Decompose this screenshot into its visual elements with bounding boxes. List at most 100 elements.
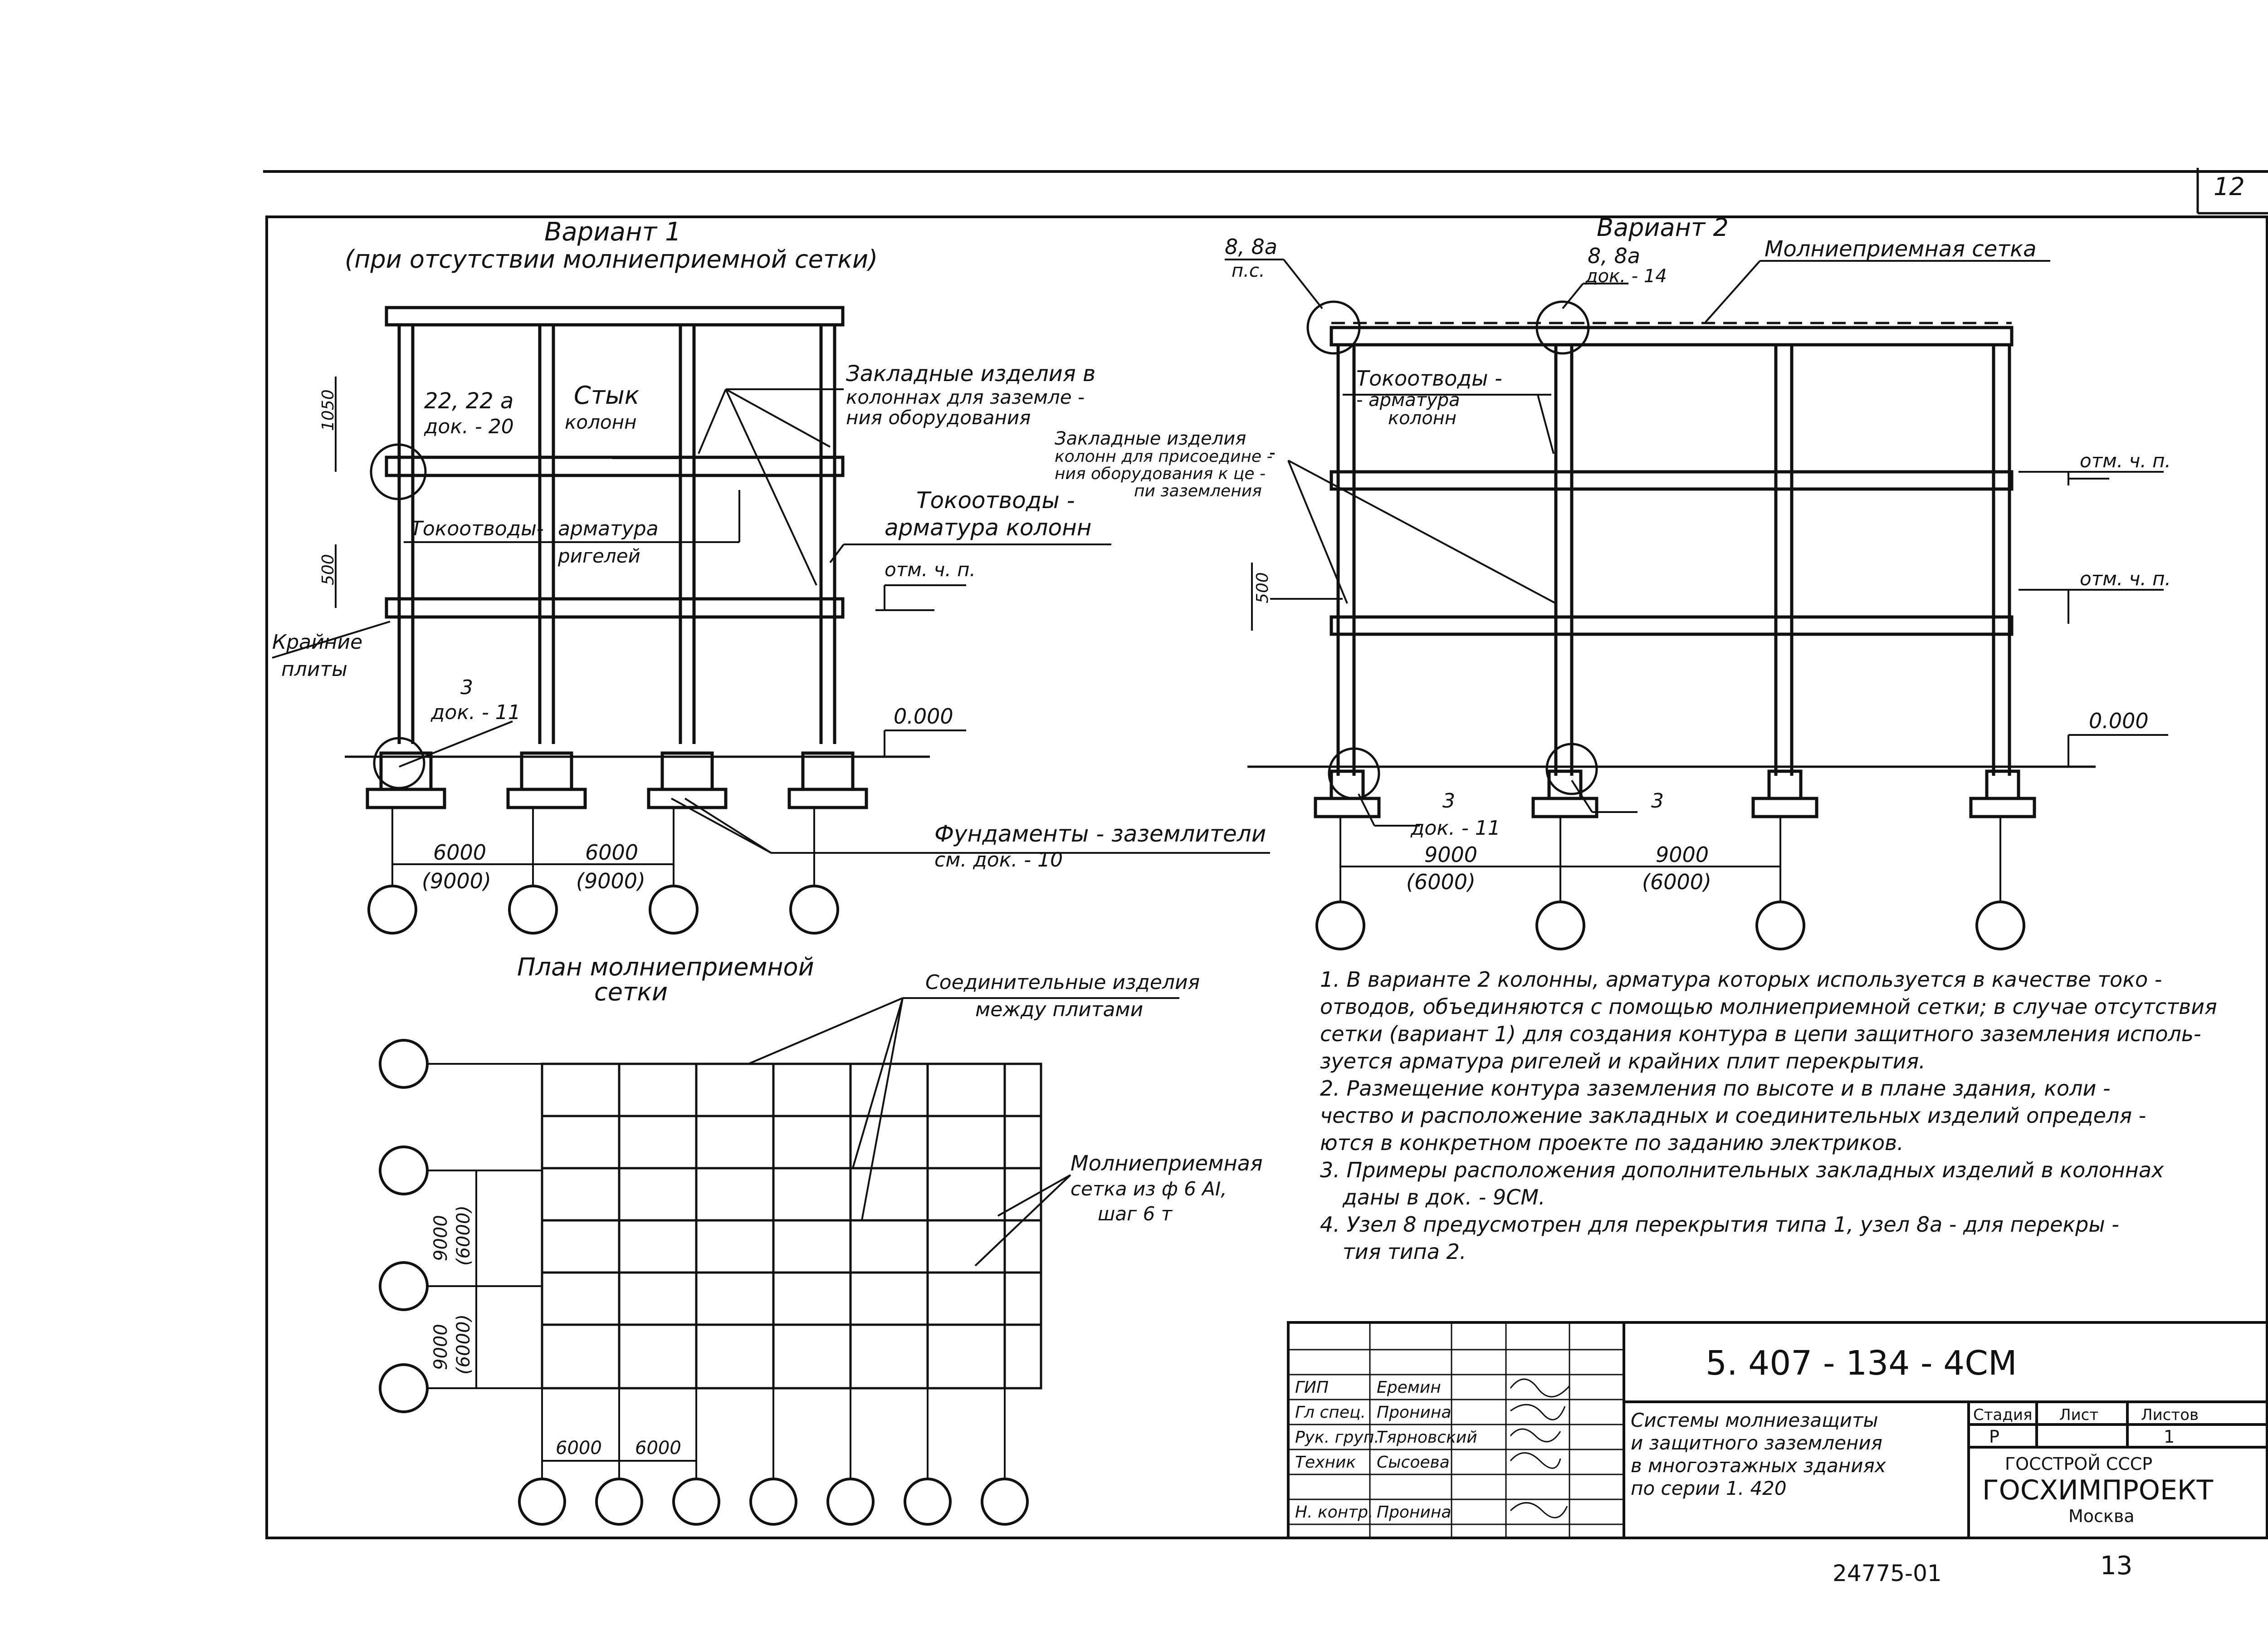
v1-callout-edge-a: Крайние <box>272 631 362 654</box>
v2-span-1: 9000 <box>1424 842 1477 867</box>
v2-callout-emb-c: ния оборудования к це - <box>1055 465 1266 483</box>
v2-callout-dc-c: колонн <box>1388 408 1457 429</box>
note-line: 1. В варианте 2 колонны, арматура которы… <box>1320 967 2162 992</box>
v1-span-alt-1: (9000) <box>422 869 491 893</box>
v1-callout-3-a: 3 <box>460 676 473 699</box>
v2-callout-dc-a: Токоотводы - <box>1356 366 1502 391</box>
v1-callout-dccols-a: Токоотводы - <box>916 487 1075 514</box>
v1-span-1: 6000 <box>433 840 486 865</box>
tb-org-city: Москва <box>2068 1506 2135 1526</box>
v2-dim-500: 500 <box>1253 572 1272 603</box>
tb-role: ГИП <box>1295 1378 1329 1397</box>
tb-org-ministry: ГОССТРОЙ СССР <box>2005 1454 2152 1474</box>
tb-title-line: по серии 1. 420 <box>1631 1477 1787 1499</box>
note-line: ются в конкретном проекте по заданию эле… <box>1320 1131 1904 1155</box>
tb-stage-header: Стадия <box>1973 1406 2032 1424</box>
bottom-page-number: 13 <box>2100 1551 2132 1581</box>
tb-role: Гл спец. <box>1295 1403 1366 1422</box>
v2-span-alt-2: (6000) <box>1642 870 1711 894</box>
tb-name: Пронина <box>1377 1403 1451 1422</box>
plan-dim-v-3: 9000 <box>430 1324 451 1370</box>
archive-number: 24775-01 <box>1833 1560 1942 1586</box>
plan-dim-v-1: 9000 <box>430 1215 451 1261</box>
v1-callout-dccols-b: арматура колонн <box>885 514 1091 541</box>
v1-callout-embedded-c: ния оборудования <box>846 406 1031 429</box>
tb-stage: Р <box>1989 1427 1999 1447</box>
plan-dim-h-2: 6000 <box>635 1438 681 1459</box>
plan-dim-v-2: (6000) <box>453 1205 474 1266</box>
v2-callout-mesh: Молниеприемная сетка <box>1765 236 2037 262</box>
v1-callout-22-a: 22, 22 а <box>424 388 513 414</box>
v1-callout-embedded-b: колоннах для заземле - <box>846 386 1085 408</box>
tb-title-line: Системы молниезащиты <box>1631 1409 1878 1431</box>
v1-callout-embedded-a: Закладные изделия в <box>846 361 1095 387</box>
plan-callout-connectors-b: между плитами <box>975 998 1143 1021</box>
tb-role: Н. контр. <box>1295 1503 1374 1522</box>
note-line: тия типа 2. <box>1343 1239 1466 1264</box>
v1-dim-500: 500 <box>319 554 337 585</box>
v1-callout-3-b: док. - 11 <box>430 701 521 724</box>
v1-callout-edge-b: плиты <box>281 658 347 681</box>
v2-span-alt-1: (6000) <box>1406 870 1476 894</box>
v2-callout-8left-a: 8, 8а <box>1225 235 1277 259</box>
sheet-frame <box>263 168 2268 1539</box>
v1-callout-dcbeams-c: ригелей <box>557 545 640 567</box>
tb-org-name: ГОСХИМПРОЕКТ <box>1982 1474 2214 1506</box>
v1-dim-1050: 1050 <box>319 389 337 431</box>
v1-callout-joint-a: Стык <box>574 381 640 410</box>
v1-callout-dcbeams-b: арматура <box>558 517 659 540</box>
v2-callout-3a-a: 3 <box>1442 789 1455 813</box>
variant2-title: Вариант 2 <box>1597 213 1729 242</box>
tb-name: Еремин <box>1377 1378 1441 1397</box>
note-line: зуется арматура ригелей и крайних плит п… <box>1320 1049 1926 1073</box>
tb-title-line: и защитного заземления <box>1631 1432 1882 1454</box>
v1-callout-joint-b: колонн <box>565 411 637 433</box>
variant2-frame: Вариант 2 <box>1055 213 2171 950</box>
tb-role: Рук. груп. <box>1295 1428 1379 1447</box>
note-line: 2. Размещение контура заземления по высо… <box>1320 1076 2111 1101</box>
variant1-frame: Вариант 1 (при отсутствии молниеприемной… <box>272 217 1270 935</box>
title-block: 5. 407 - 134 - 4СМ ГИП Гл спец. Рук. гру… <box>1287 1321 2268 1539</box>
tb-sheet-header: Лист <box>2059 1406 2098 1424</box>
note-line: 3. Примеры расположения дополнительных з… <box>1320 1158 2164 1182</box>
v2-callout-dc-b: - арматура <box>1356 390 1460 411</box>
v2-level-zero: 0.000 <box>2089 709 2149 733</box>
note-line: 4. Узел 8 предусмотрен для перекрытия ти… <box>1320 1212 2119 1237</box>
plan-title-a: План молниеприемной <box>517 953 814 981</box>
plan-title-b: сетки <box>594 978 668 1006</box>
plan-callout-connectors-a: Соединительные изделия <box>925 971 1200 994</box>
v2-callout-3b: 3 <box>1651 789 1664 813</box>
v2-callout-emb-a: Закладные изделия <box>1055 428 1246 449</box>
v1-level-zero: 0.000 <box>894 704 953 729</box>
notes: 1. В варианте 2 колонны, арматура которы… <box>1320 967 2217 1264</box>
v1-callout-22-b: док. - 20 <box>424 415 514 438</box>
v2-span-2: 9000 <box>1656 842 1709 867</box>
v2-level-floor-1: отм. ч. п. <box>2080 450 2171 472</box>
v1-callout-foundations-a: Фундаменты - заземлители <box>934 821 1266 847</box>
v2-callout-emb-d: пи заземления <box>1134 482 1262 500</box>
v1-span-2: 6000 <box>585 840 638 865</box>
v2-callout-8left-b: п.с. <box>1232 260 1265 281</box>
v1-level-floor: отм. ч. п. <box>885 558 976 581</box>
tb-name: Сысоева <box>1377 1453 1450 1472</box>
note-line: отводов, объединяются с помощью молниепр… <box>1320 994 2217 1019</box>
tb-sheets-header: Листов <box>2141 1406 2199 1424</box>
v1-callout-dcbeams-a: Токоотводы- <box>411 517 544 540</box>
v2-callout-3a-b: док. - 11 <box>1410 817 1501 840</box>
note-line: сетки (вариант 1) для создания контура в… <box>1320 1022 2201 1046</box>
v2-callout-8right-b: док. - 14 <box>1585 266 1667 287</box>
doc-code: 5. 407 - 134 - 4СМ <box>1706 1344 2017 1383</box>
note-line: даны в док. - 9СМ. <box>1342 1185 1545 1209</box>
tb-title-line: в многоэтажных зданиях <box>1631 1454 1887 1477</box>
plan-callout-mesh-c: шаг 6 т <box>1098 1203 1173 1225</box>
plan-callout-mesh-a: Молниеприемная <box>1070 1151 1263 1175</box>
tb-name: Тярновский <box>1377 1428 1477 1447</box>
tb-sheet: 1 <box>2164 1427 2175 1447</box>
note-line: чество и расположение закладных и соедин… <box>1320 1103 2146 1128</box>
tb-name: Пронина <box>1377 1503 1451 1522</box>
tb-role: Техник <box>1295 1453 1356 1472</box>
variant1-title: Вариант 1 <box>544 217 681 247</box>
v2-callout-emb-b: колонн для присоедине - <box>1055 447 1272 466</box>
variant1-subtitle: (при отсутствии молниеприемной сетки) <box>345 245 878 274</box>
